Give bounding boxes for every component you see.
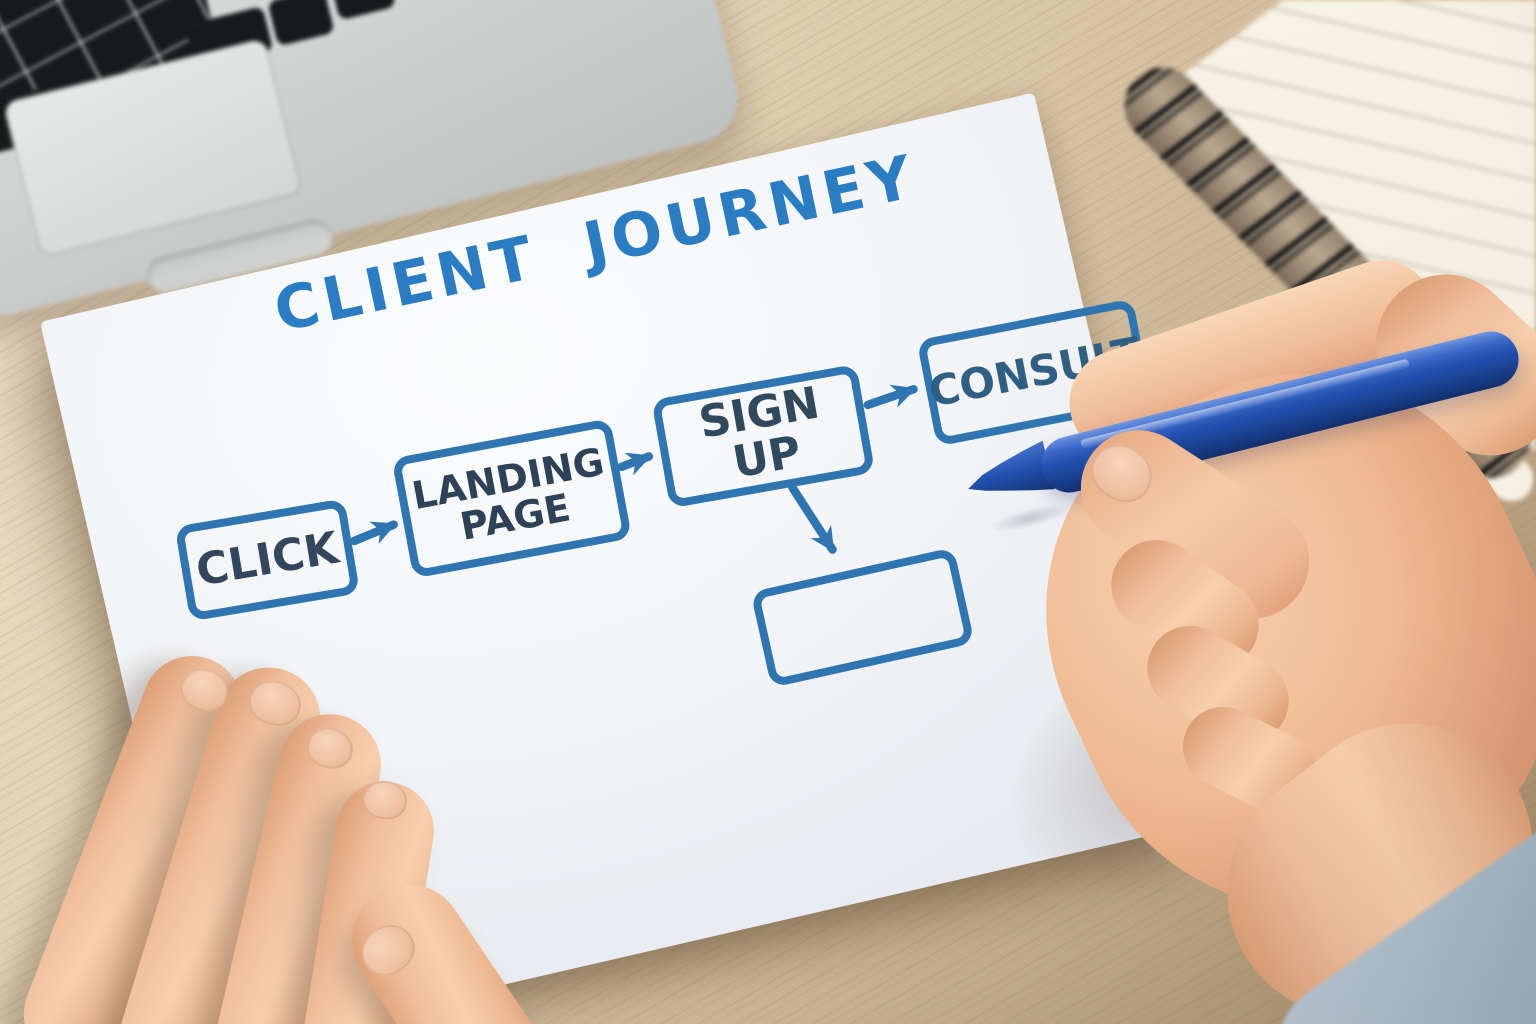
flow-arrows xyxy=(350,384,918,554)
arrow-signup-to-consult xyxy=(863,384,918,410)
flowchart-paper: CLIENT JOURNEY CLICK LANDING PAGE SIGN U… xyxy=(40,92,1203,1024)
node-label: SIGN UP xyxy=(695,377,824,489)
arrow-landing-to-signup xyxy=(617,452,654,476)
arrow-click-to-landing xyxy=(350,520,398,546)
arrow-signup-to-next-step xyxy=(788,483,837,554)
node-label: CLICK xyxy=(192,522,342,596)
